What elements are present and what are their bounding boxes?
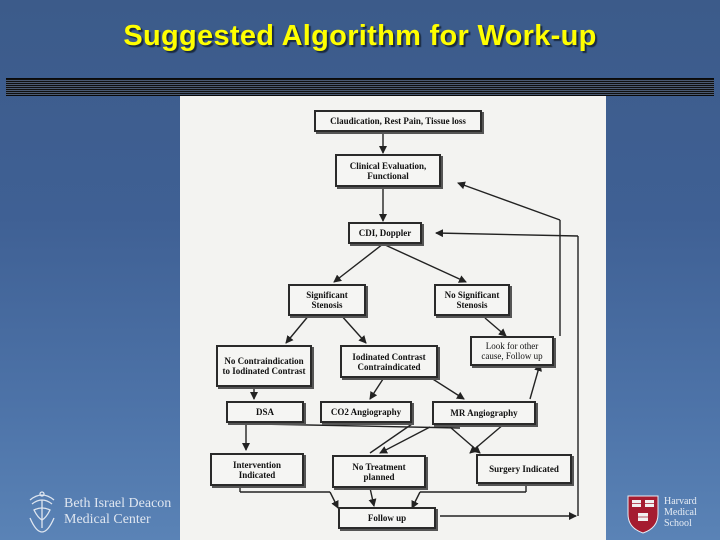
hms-wordmark: Harvard Medical School bbox=[664, 496, 697, 529]
node-claudication: Claudication, Rest Pain, Tissue loss bbox=[314, 110, 482, 132]
hms-logo: Harvard Medical School bbox=[626, 494, 716, 538]
harvard-shield-icon bbox=[627, 495, 659, 534]
node-surgery-indicated: Surgery Indicated bbox=[476, 454, 572, 484]
bidmc-line-1: Beth Israel Deacon bbox=[64, 496, 172, 511]
node-intervention-indicated: Intervention Indicated bbox=[210, 453, 304, 486]
bidmc-seal-icon bbox=[29, 491, 55, 533]
node-co2-angiography: CO2 Angiography bbox=[320, 401, 412, 423]
flowchart: Claudication, Rest Pain, Tissue loss Cli… bbox=[180, 96, 606, 540]
hms-line-1: Harvard bbox=[664, 496, 697, 507]
hms-line-2: Medical bbox=[664, 507, 697, 518]
slide-title: Suggested Algorithm for Work-up bbox=[123, 20, 597, 52]
node-follow-up: Follow up bbox=[338, 507, 436, 529]
node-mr-angiography: MR Angiography bbox=[432, 401, 536, 425]
flowchart-connectors bbox=[239, 132, 579, 520]
node-no-treatment-planned: No Treatment planned bbox=[332, 455, 426, 488]
bidmc-wordmark: Beth Israel Deacon Medical Center bbox=[64, 496, 171, 528]
node-cdi-doppler: CDI, Doppler bbox=[348, 222, 422, 244]
node-clinical-evaluation: Clinical Evaluation, Functional bbox=[335, 154, 441, 187]
node-dsa: DSA bbox=[226, 401, 304, 423]
node-no-contraindication: No Contraindication to Iodinated Contras… bbox=[216, 345, 312, 387]
bidmc-line-2: Medical Center bbox=[64, 512, 151, 527]
node-look-for-other-cause: Look for other cause, Follow up bbox=[470, 336, 554, 366]
title-rule bbox=[6, 78, 714, 96]
hms-line-3: School bbox=[664, 518, 692, 529]
bidmc-logo: Beth Israel Deacon Medical Center bbox=[20, 488, 180, 538]
node-no-significant-stenosis: No Significant Stenosis bbox=[434, 284, 510, 316]
node-significant-stenosis: Significant Stenosis bbox=[288, 284, 366, 316]
node-iodinated-contraindicated: Iodinated Contrast Contraindicated bbox=[340, 345, 438, 378]
